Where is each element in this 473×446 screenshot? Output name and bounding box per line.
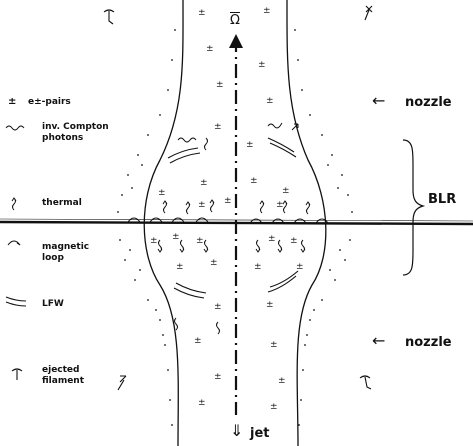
nozzle-left-wall [143, 0, 184, 446]
pair-marker: ± [254, 262, 262, 272]
pair-marker: ± [270, 402, 278, 412]
pair-marker: ± [282, 186, 290, 196]
pair-marker: ± [216, 80, 224, 90]
pair-marker: ± [268, 234, 276, 244]
pair-marker: ± [198, 398, 206, 408]
legend-magnetic-label-1: magnetic [42, 242, 90, 252]
pair-marker: ± [296, 262, 304, 272]
pair-marker: ± [172, 232, 180, 242]
pair-marker: ± [276, 200, 284, 210]
pair-marker: ± [214, 372, 222, 382]
pair-marker: ± [290, 236, 298, 246]
jet-label: jet [250, 426, 270, 441]
nozzle-right-wall [286, 0, 327, 446]
pair-marker: ± [214, 302, 222, 312]
pair-marker: ± [224, 196, 232, 206]
pair-marker: ± [176, 262, 184, 272]
legend-icons [5, 125, 27, 307]
jet-arrow: ⇓ [230, 421, 244, 440]
omega-symbol: Ω [230, 13, 240, 28]
legend-ejected-label-2: filament [42, 376, 85, 386]
pair-marker: ± [214, 122, 222, 132]
legend-compton-label-1: inv. Compton [42, 122, 109, 132]
compton-photons [177, 122, 299, 143]
pair-marker: ± [198, 8, 206, 18]
nozzle-top-label: nozzle [405, 95, 452, 110]
nozzle-bottom-label: nozzle [405, 335, 452, 350]
pair-marker: ± [263, 6, 271, 16]
lfw-arcs [167, 137, 299, 299]
legend-thermal-label: thermal [42, 198, 82, 208]
legend-compton-label-2: photons [42, 133, 84, 143]
pair-marker: ± [258, 60, 266, 70]
legend-lfw-label: LFW [42, 299, 64, 309]
axis-arrowhead [229, 34, 243, 48]
pair-marker: ± [210, 258, 218, 268]
pair-marker: ± [278, 376, 286, 386]
ejected-filaments [11, 5, 373, 391]
blr-brace [402, 139, 426, 276]
nozzle-bottom-arrow: ← [372, 331, 386, 350]
pair-marker: ± [196, 236, 204, 246]
blr-label: BLR [428, 192, 457, 207]
pair-marker: ± [194, 336, 202, 346]
pair-marker: ± [250, 176, 258, 186]
pair-marker: ± [200, 178, 208, 188]
nozzle-top-arrow: ← [372, 91, 386, 110]
magnetic-loops [127, 217, 329, 224]
legend-magnetic-label-2: loop [42, 253, 64, 263]
pair-marker: ± [270, 340, 278, 350]
legend-pm-icon: ± [8, 96, 17, 107]
pair-marker: ± [158, 188, 166, 198]
pair-marker: ± [266, 96, 274, 106]
pair-marker: ± [198, 200, 206, 210]
stipple-dots [117, 29, 353, 426]
pair-marker: ± [206, 44, 214, 54]
pair-marker: ± [266, 300, 274, 310]
legend-pairs-label: e±-pairs [28, 97, 71, 107]
pair-marker: ± [246, 140, 254, 150]
pair-marker: ± [150, 236, 158, 246]
thermal-arrows [157, 137, 311, 335]
legend-ejected-label-1: ejected [42, 365, 80, 375]
